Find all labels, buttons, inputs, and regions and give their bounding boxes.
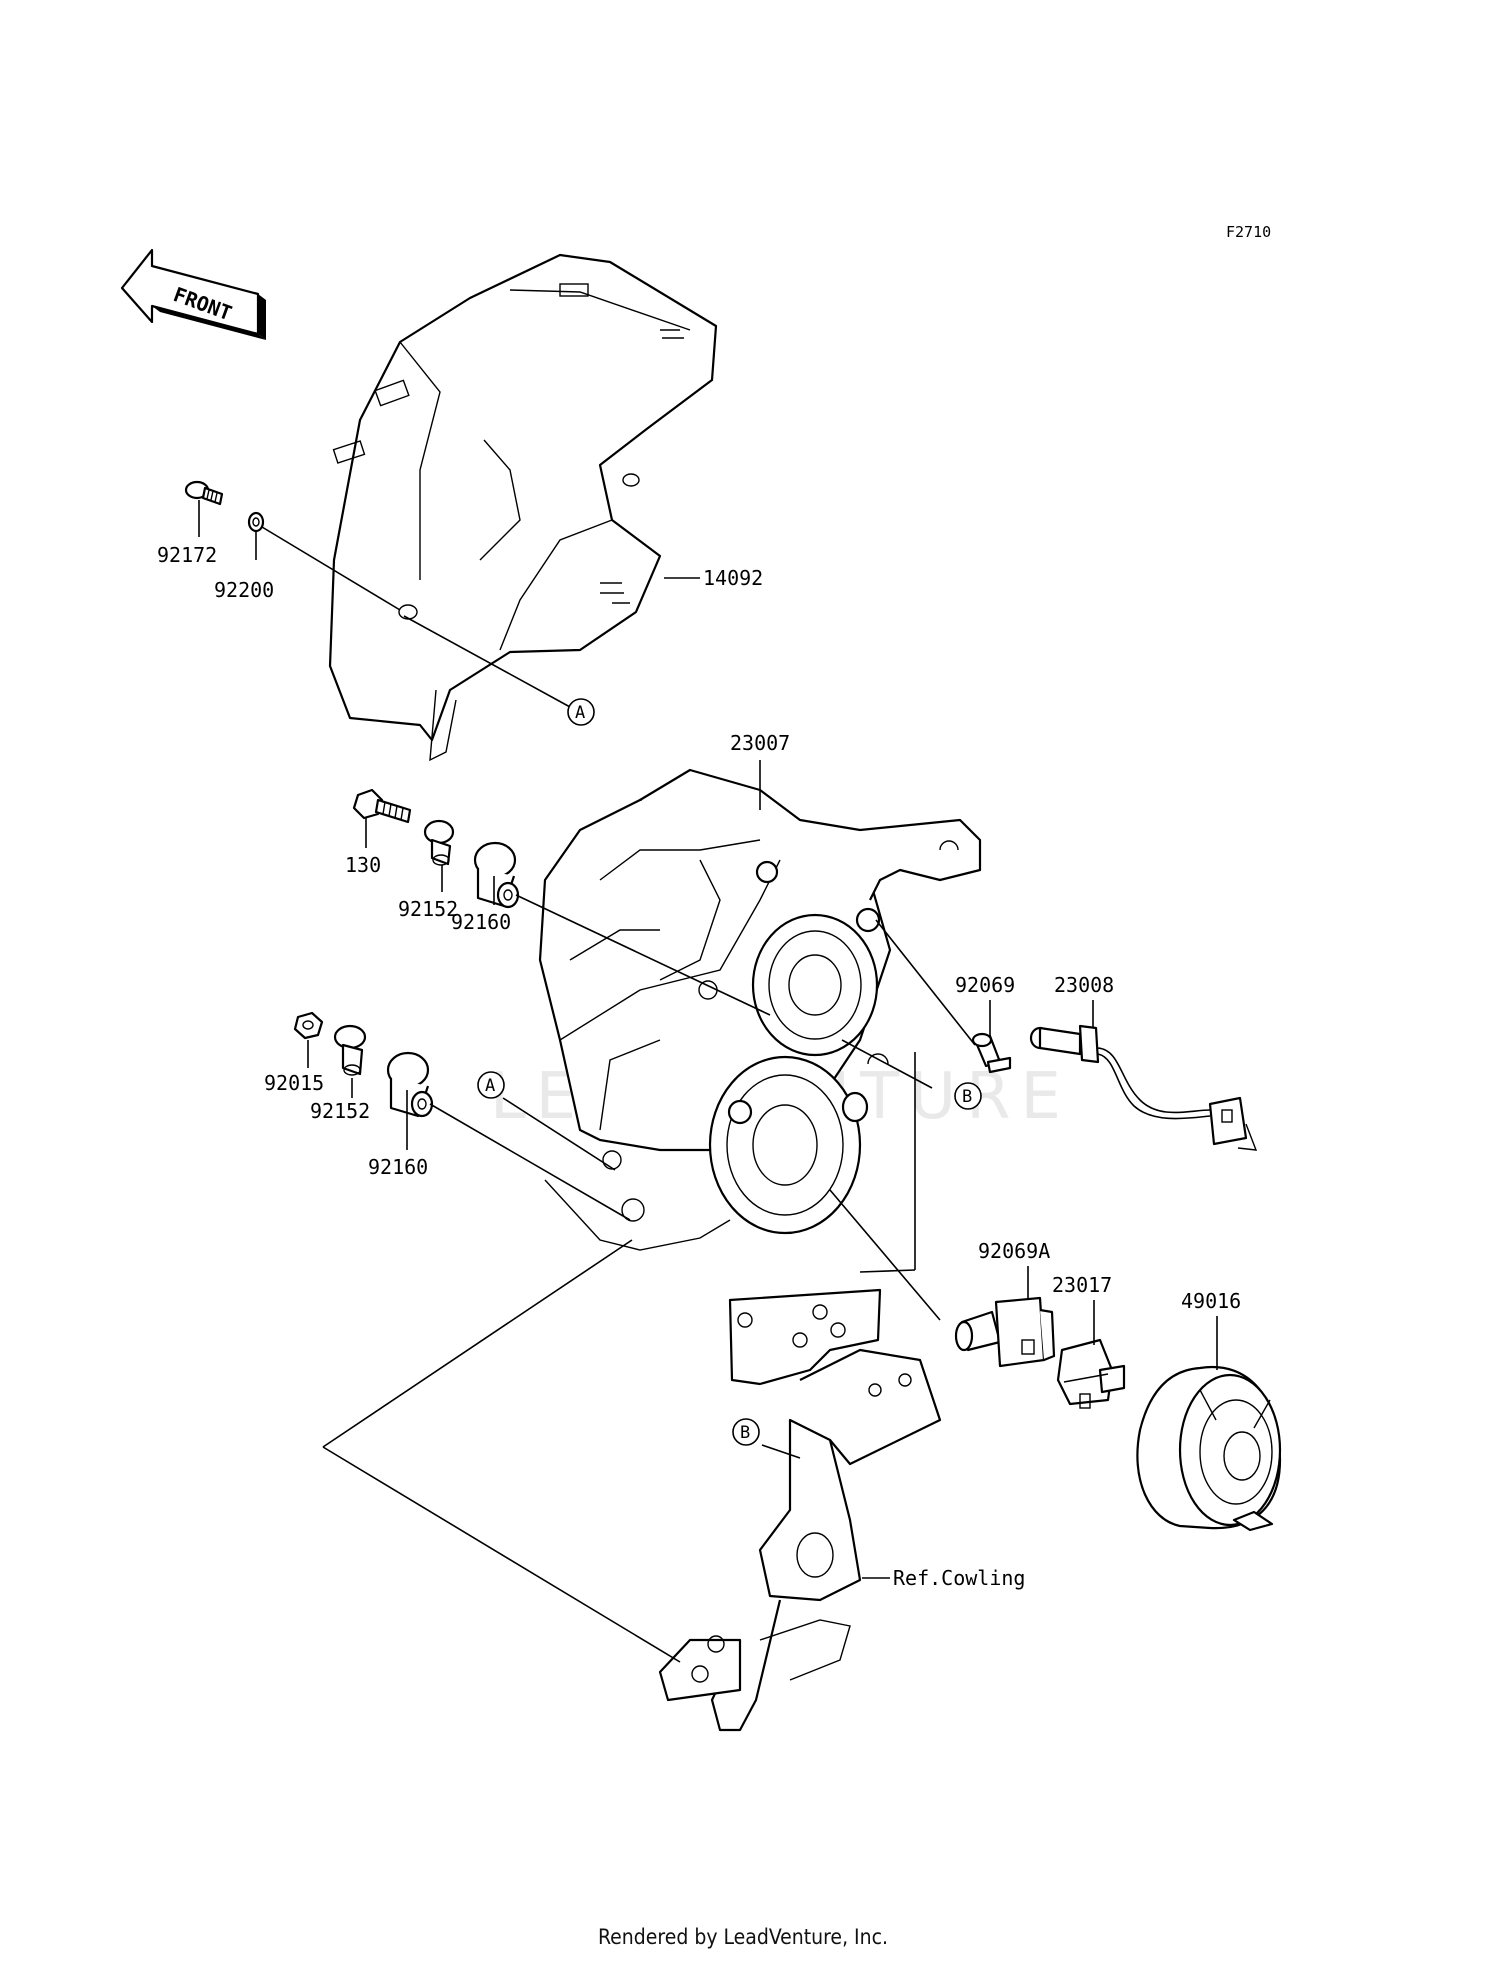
collar-92152-upper-part (423, 819, 455, 866)
label-92015: 92015 (264, 1071, 324, 1095)
label-23007: 23007 (730, 731, 790, 755)
bulb-92069-part (971, 1032, 1012, 1074)
label-23008: 23008 (1054, 973, 1114, 997)
socket-harness-23008-part (1029, 1024, 1258, 1151)
label-92160-lower: 92160 (368, 1155, 428, 1179)
callout-a-housing: A (477, 1071, 505, 1099)
label-92200: 92200 (214, 578, 274, 602)
label-92069: 92069 (955, 973, 1015, 997)
svg-text:A: A (575, 703, 585, 723)
bolt-130-part (352, 788, 412, 824)
label-49016: 49016 (1181, 1289, 1241, 1313)
front-arrow-icon: FRONT (120, 248, 266, 340)
label-92172: 92172 (157, 543, 217, 567)
callout-b-bracket: B (732, 1418, 760, 1446)
screw-92172-part (184, 480, 224, 506)
cowling-bracket-part (658, 1288, 942, 1732)
svg-text:A: A (485, 1076, 495, 1096)
dust-cover-49016-part (1136, 1365, 1282, 1532)
svg-text:B: B (740, 1423, 750, 1443)
label-92152-upper: 92152 (398, 897, 458, 921)
socket-23017-part (1056, 1338, 1126, 1409)
bulb-92069A-part (954, 1296, 1056, 1368)
label-92160-upper: 92160 (451, 910, 511, 934)
nut-92015-part (293, 1011, 324, 1040)
headlight-inner-cover-part (328, 253, 718, 762)
label-92069A: 92069A (978, 1239, 1050, 1263)
callout-a-cover: A (567, 698, 595, 726)
svg-text:B: B (962, 1087, 972, 1107)
label-23017: 23017 (1052, 1273, 1112, 1297)
label-92152-lower: 92152 (310, 1099, 370, 1123)
label-130: 130 (345, 853, 381, 877)
callout-b-housing: B (954, 1082, 982, 1110)
headlight-assembly-part (538, 768, 982, 1251)
figure-code: F2710 (1226, 223, 1271, 241)
grommet-92160-lower-part (386, 1051, 434, 1118)
washer-92200-part (247, 511, 265, 533)
footer-credit: Rendered by LeadVenture, Inc. (598, 1925, 888, 1949)
label-14092: 14092 (703, 566, 763, 590)
label-ref-cowling: Ref.Cowling (893, 1566, 1025, 1590)
collar-92152-lower-part (333, 1024, 367, 1076)
grommet-92160-upper-part (473, 841, 520, 909)
leader-lines (198, 500, 1218, 1663)
